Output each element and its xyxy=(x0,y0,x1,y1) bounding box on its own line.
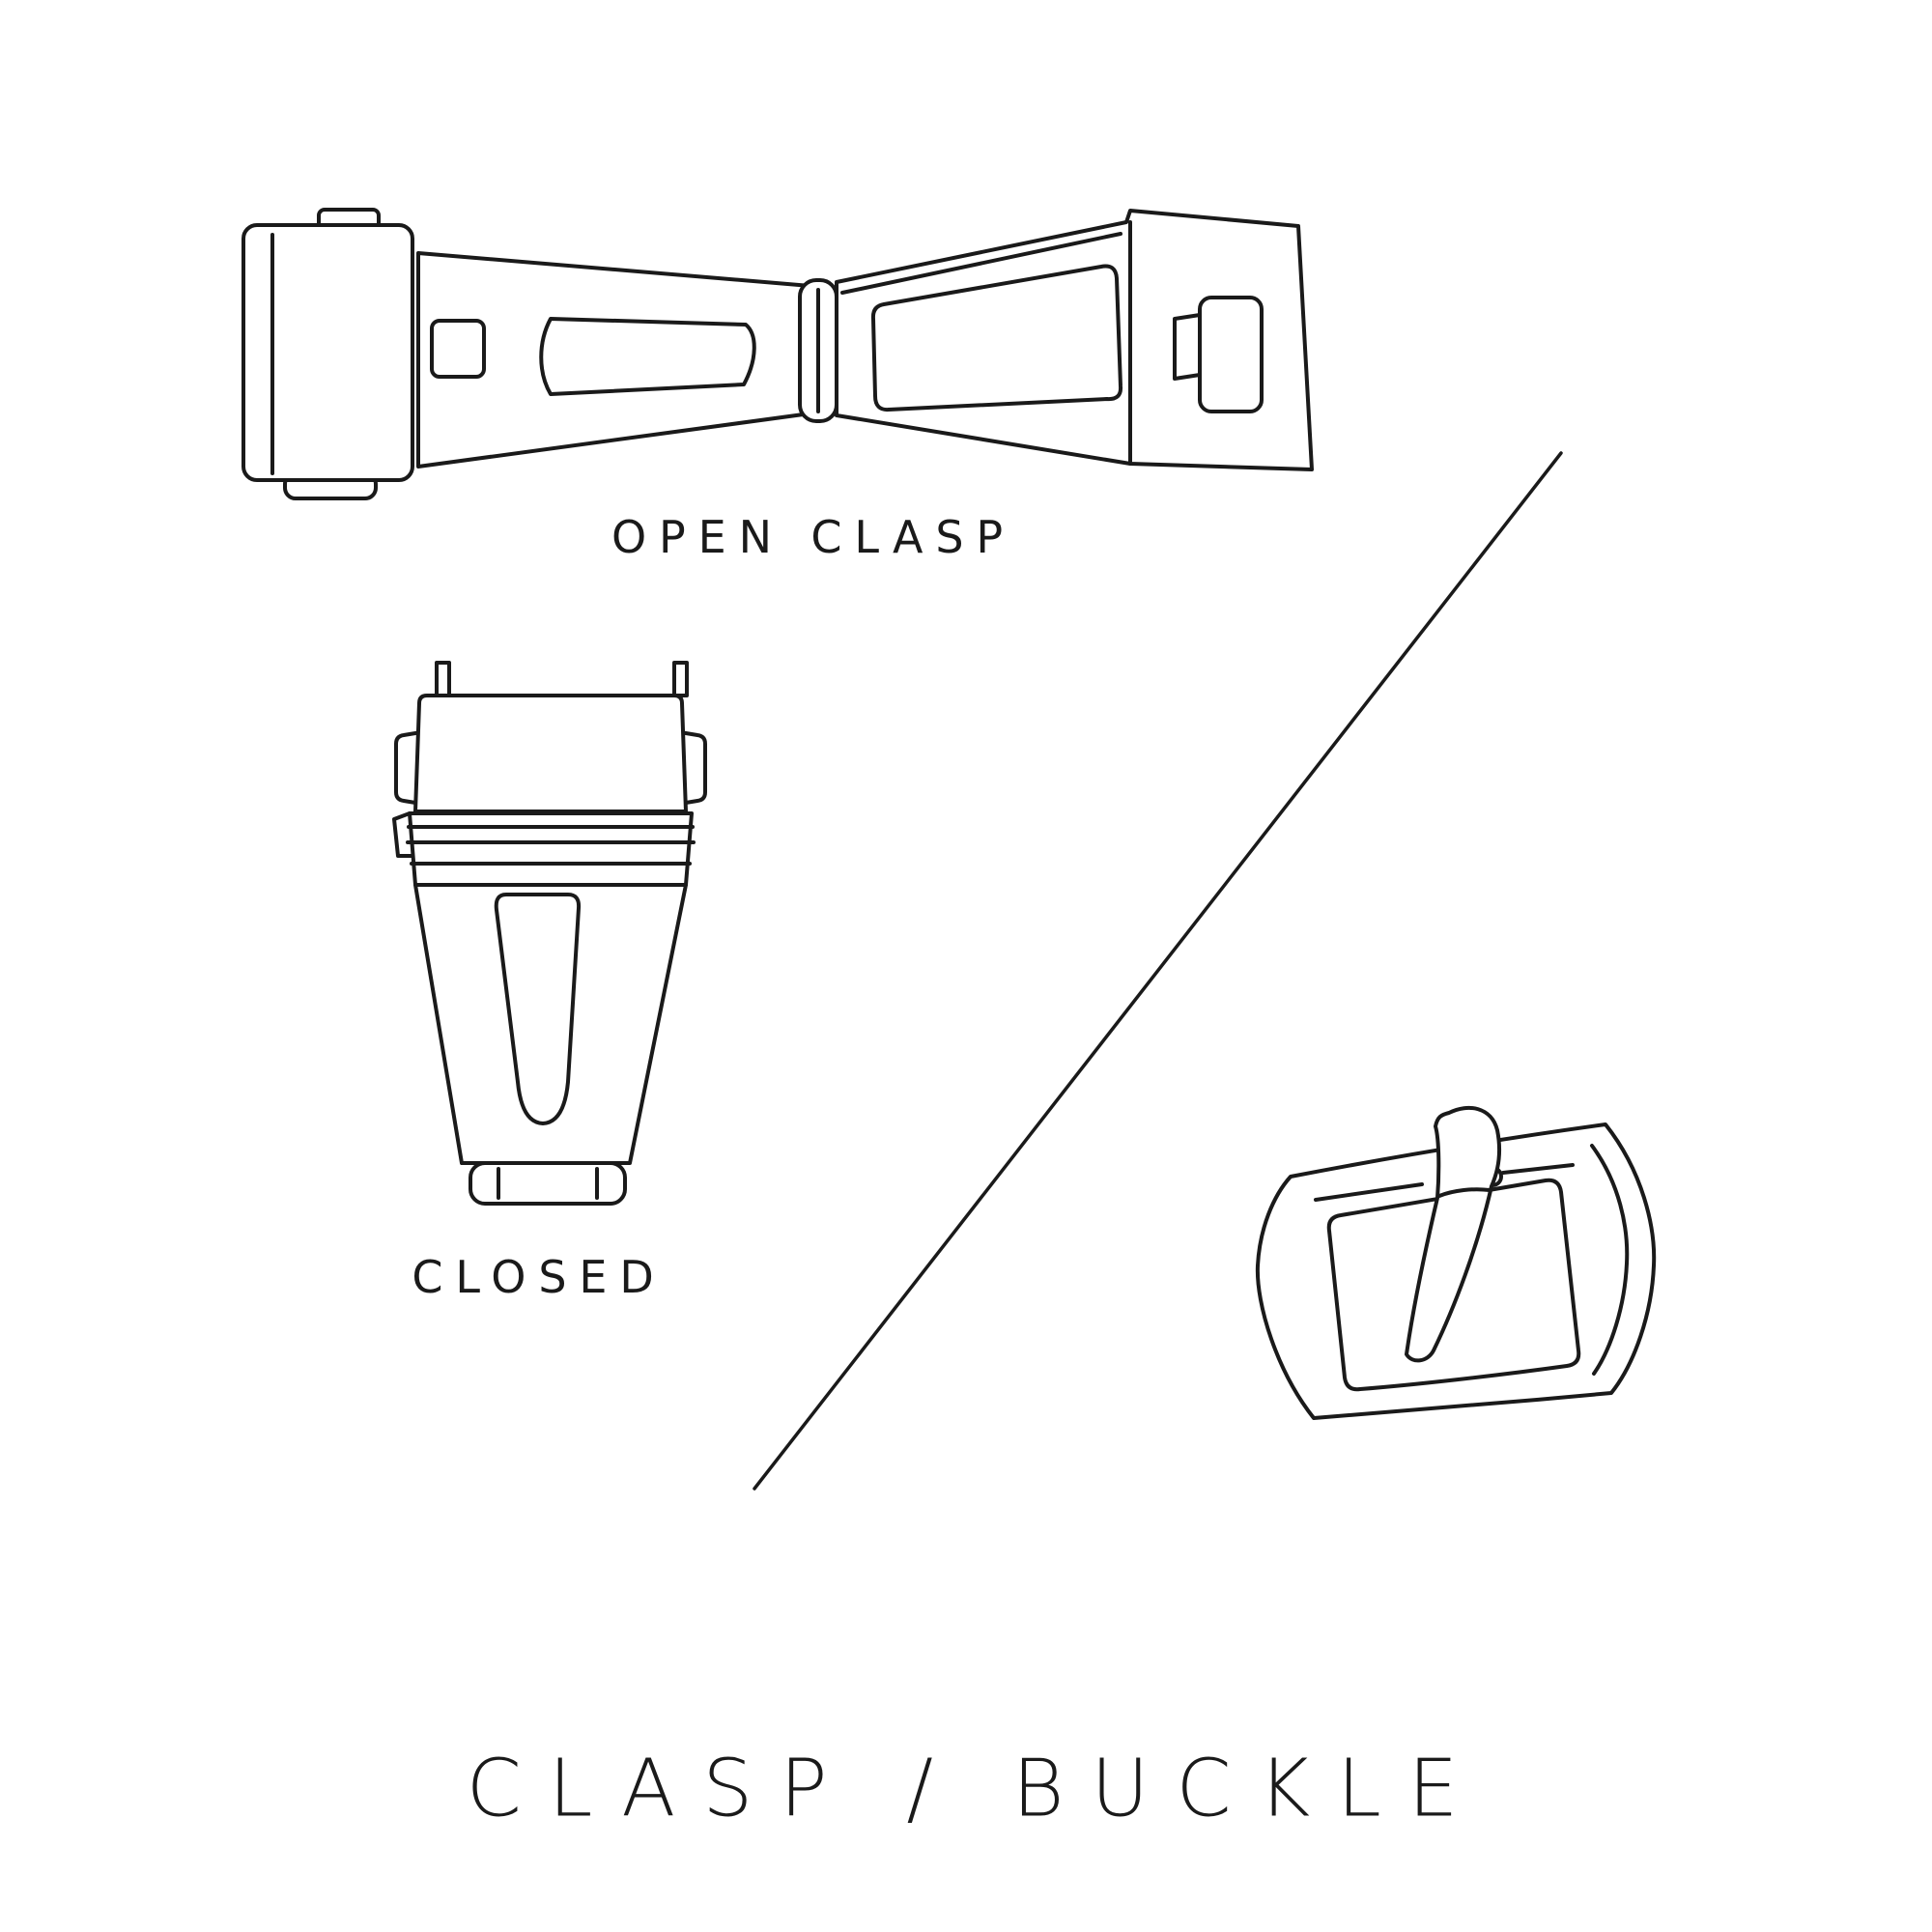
open-clasp-label: OPEN CLASP xyxy=(611,511,1016,563)
page-title: CLASP / BUCKLE xyxy=(466,1743,1486,1835)
buckle-pin-left xyxy=(1316,1184,1422,1200)
open-clasp-left-hole xyxy=(432,321,484,377)
closed-clasp-band-tab xyxy=(394,813,412,856)
diagonal-divider-line xyxy=(754,453,1561,1489)
buckle-prong xyxy=(1406,1108,1499,1361)
closed-clasp-foot xyxy=(470,1163,625,1204)
open-clasp-illustration xyxy=(243,210,1312,498)
closed-clasp-slot xyxy=(497,895,579,1123)
buckle-pin-right xyxy=(1503,1165,1573,1173)
open-clasp-left-cutout xyxy=(541,319,754,394)
open-clasp-right-cutout xyxy=(873,267,1121,411)
closed-clasp-top-box xyxy=(415,696,686,811)
closed-clasp-prong-right xyxy=(674,663,687,696)
open-clasp-catch-step xyxy=(1175,315,1200,379)
tang-buckle-illustration xyxy=(1258,1108,1654,1418)
buckle-right-rim-line xyxy=(1592,1146,1627,1374)
closed-clasp-illustration xyxy=(394,663,705,1204)
closed-clasp-label: CLOSED xyxy=(412,1251,667,1303)
divider-line xyxy=(754,453,1561,1489)
open-clasp-catch xyxy=(1200,298,1262,412)
open-clasp-right-plate-line xyxy=(842,234,1121,293)
closed-clasp-band xyxy=(410,813,692,885)
buckle-prong-crease xyxy=(1439,1189,1490,1196)
closed-clasp-prong-left xyxy=(437,663,449,696)
open-clasp-end-cover xyxy=(243,225,412,480)
